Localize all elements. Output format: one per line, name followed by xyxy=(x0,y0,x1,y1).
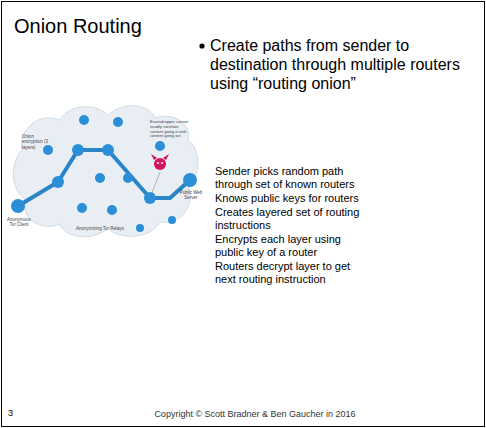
illustration-label: Public Web Server xyxy=(178,190,204,201)
eavesdropper-icon xyxy=(151,154,169,170)
slide-title: Onion Routing xyxy=(14,14,314,38)
sub-point: Sender picks random path through set of … xyxy=(215,165,365,191)
sub-point: Creates layered set of routing instructi… xyxy=(215,206,365,232)
illustration-label: Anonymizing Tor Relays xyxy=(70,226,130,231)
tor-illustration xyxy=(11,106,198,237)
illustration-note: Eavesdropper cannot readily correlate co… xyxy=(150,120,192,139)
sub-point: Encrypts each layer using public key of … xyxy=(215,233,365,259)
network-cloud xyxy=(13,106,197,237)
sub-point: Knows public keys for routers xyxy=(215,192,385,205)
bullet-text: Create paths from sender to destination … xyxy=(210,36,472,94)
onion-path xyxy=(18,150,190,206)
sub-point: Routers decrypt layer to get next routin… xyxy=(215,260,365,286)
illustration-label: Anonymous Tor Client xyxy=(4,217,34,228)
slide-number: 3 xyxy=(8,408,28,419)
bullet-dot xyxy=(199,43,204,48)
illustration-label: Onion encryption (3 layers) xyxy=(22,134,48,150)
relay-dots xyxy=(11,115,197,232)
copyright-note: Copyright © Scott Bradner & Ben Gaucher … xyxy=(140,409,370,420)
